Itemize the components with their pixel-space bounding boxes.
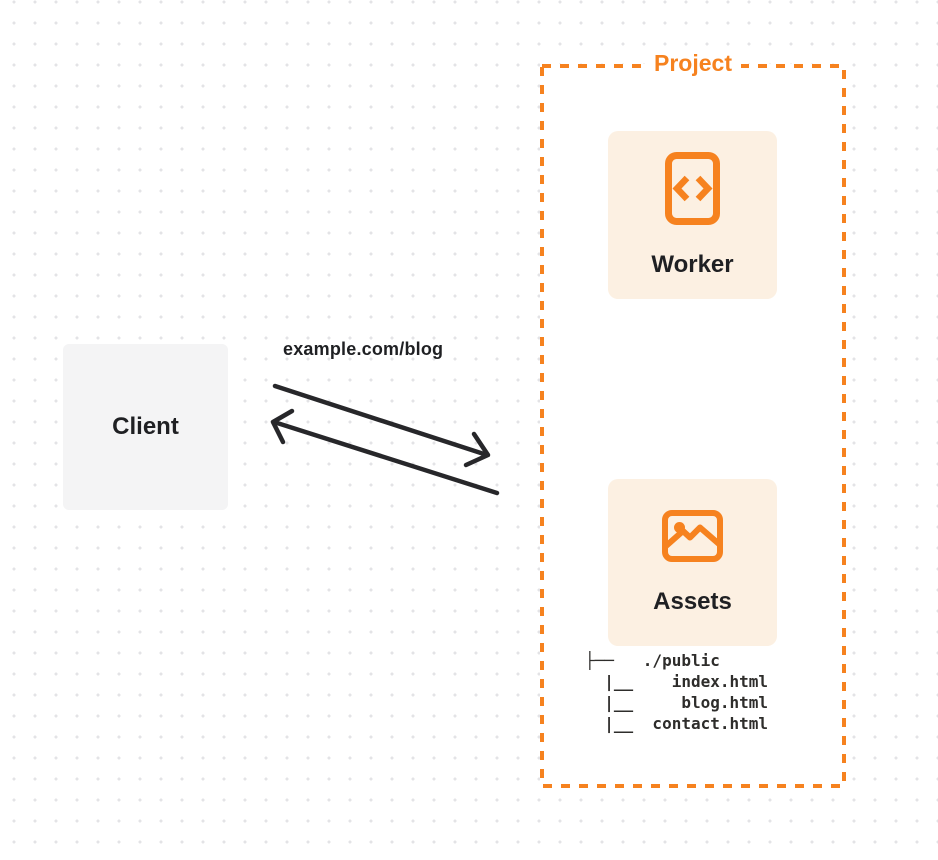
assets-file-tree: ├── ./public |__ index.html |__ blog.htm… [585,651,769,733]
worker-card: Worker [608,131,777,299]
request-url-label: example.com/blog [283,339,444,359]
client-box: Client [63,344,228,510]
request-arrow-line [272,383,490,458]
request-arrowhead [463,431,491,468]
assets-card: Assets [608,479,777,646]
project-container: Project Worker Assets ├── ./public |__ i… [540,50,846,788]
project-title: Project [645,50,741,77]
response-arrow-line [271,419,500,496]
client-label: Client [112,413,179,440]
worker-label: Worker [651,250,734,278]
response-arrowhead [270,408,295,445]
assets-label: Assets [653,587,732,615]
code-file-icon [665,151,720,225]
image-icon [662,509,723,562]
